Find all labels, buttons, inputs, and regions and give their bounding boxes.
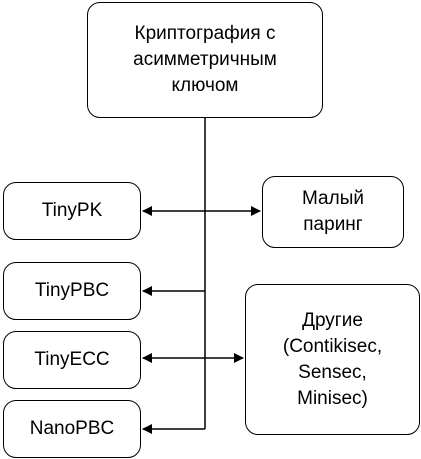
node-nanopbc-label: NanoPBC bbox=[29, 418, 115, 439]
root-label-line-3: ключом bbox=[171, 75, 239, 96]
node-other-line-3: Sensec, bbox=[298, 361, 367, 383]
node-small-pairing-line-2: паринг bbox=[303, 214, 363, 235]
root-label-line-1: Криптография с bbox=[134, 23, 276, 44]
node-other-line-1: Другие bbox=[302, 309, 363, 331]
node-nanopbc: NanoPBC bbox=[3, 400, 141, 458]
node-other-line-4: Minisec) bbox=[297, 387, 368, 409]
node-other-line-2: (Contikisec, bbox=[282, 335, 383, 357]
node-tinyecc: TinyECC bbox=[3, 331, 141, 389]
node-tinyecc-label: TinyECC bbox=[34, 349, 110, 370]
node-tinypbc: TinyPBC bbox=[3, 262, 141, 320]
node-tinypk: TinyPK bbox=[3, 182, 141, 240]
root-node-asymmetric-crypto: Криптография с асимметричным ключом bbox=[87, 2, 323, 118]
node-small-pairing: Малый паринг bbox=[262, 176, 404, 248]
root-label-line-2: асимметричным bbox=[133, 49, 277, 70]
node-small-pairing-line-1: Малый bbox=[302, 188, 364, 209]
node-tinypbc-label: TinyPBC bbox=[34, 280, 110, 301]
node-tinypk-label: TinyPK bbox=[41, 200, 103, 221]
node-other: Другие (Contikisec, Sensec, Minisec) bbox=[245, 284, 420, 435]
